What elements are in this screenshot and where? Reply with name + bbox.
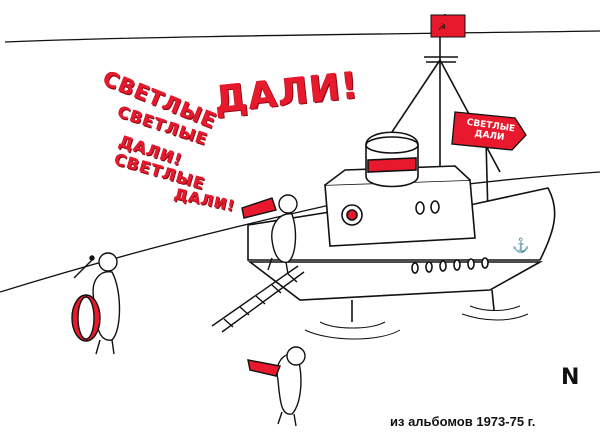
red-flag: ☭ [430,14,466,38]
cabin [324,179,476,247]
ship-hull-lower [247,261,544,301]
horizon-line [4,30,600,43]
megaphone-figure [241,194,298,275]
caption: из альбомов 1973-75 г. [390,414,536,429]
trumpeter-figure [247,346,306,427]
anchor-icon: ⚓ [512,237,529,254]
gangway [211,265,305,333]
hammer-sickle-icon: ☭ [438,23,446,33]
artist-signature: N [561,365,580,390]
drummer-figure [71,252,121,355]
ship [247,131,556,322]
water-ripples [304,305,529,340]
